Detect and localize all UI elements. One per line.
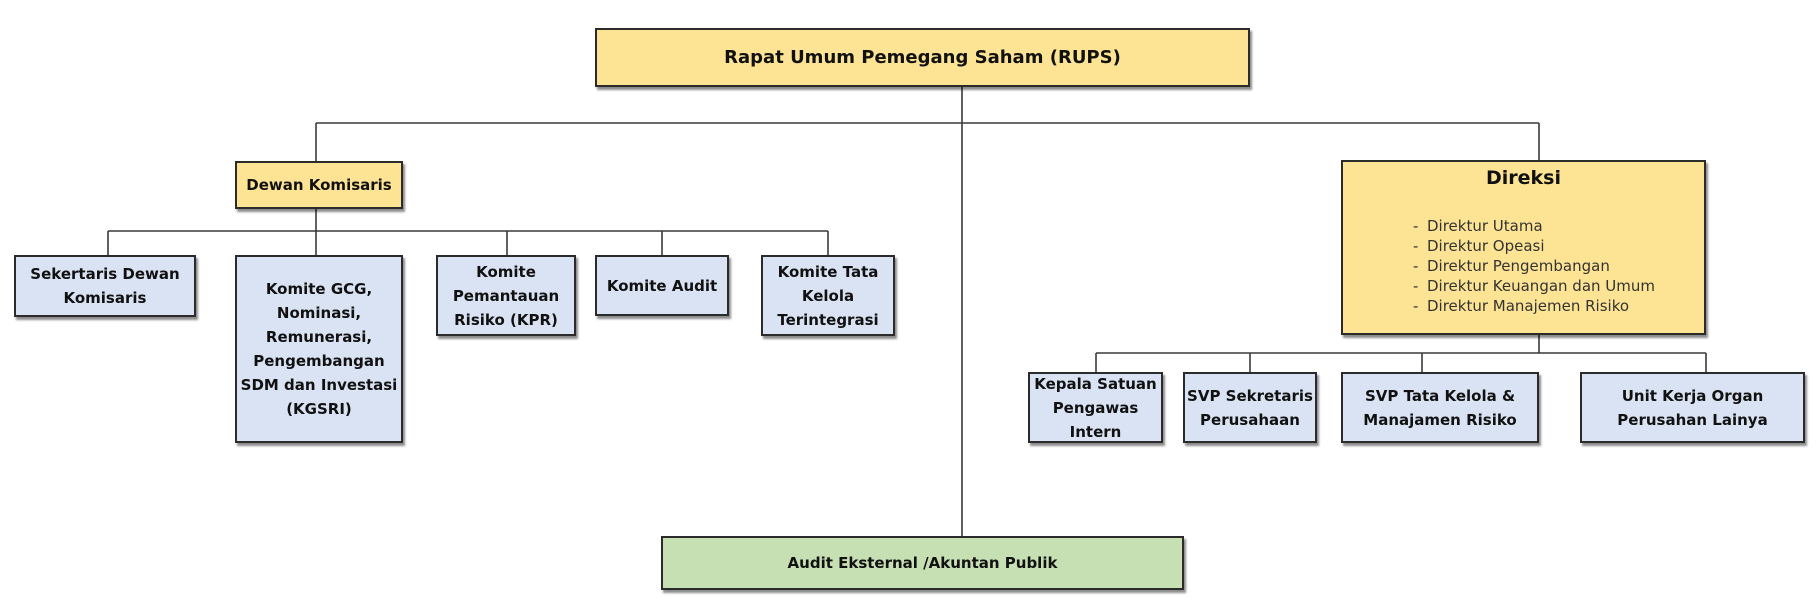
rups-label: Rapat Umum Pemegang Saham (RUPS) — [724, 46, 1121, 68]
box-line: Perusahaan — [1200, 410, 1300, 429]
svp-sekretaris-perusahaan-box: SVP Sekretaris Perusahaan — [1183, 372, 1317, 443]
box-line: Kelola — [801, 286, 855, 305]
svp-tata-kelola-manajamen-risiko-box: SVP Tata Kelola & Manajamen Risiko — [1341, 372, 1539, 443]
box-line: Terintegrasi — [777, 310, 879, 329]
direksi-member: -Direktur Manajemen Risiko — [1413, 297, 1630, 315]
kepala-satuan-pengawas-intern-box: Kepala Satuan Pengawas Intern — [1028, 372, 1163, 443]
box-line: Unit Kerja Organ — [1621, 386, 1764, 405]
direksi-member: -Direktur Utama — [1413, 217, 1543, 235]
box-line: Manajamen Risiko — [1363, 410, 1517, 429]
box-line: Perusahan Lainya — [1617, 410, 1768, 429]
box-line: Komite Audit — [606, 276, 718, 295]
unit-kerja-organ-box: Unit Kerja Organ Perusahan Lainya — [1580, 372, 1805, 443]
direksi-member-list: -Direktur Utama -Direktur Opeasi -Direkt… — [1413, 216, 1704, 316]
box-line: (KGSRI) — [286, 400, 352, 418]
box-line: Kepala Satuan — [1034, 374, 1157, 393]
audit-eksternal-box: Audit Eksternal /Akuntan Publik — [661, 536, 1184, 590]
dewan-komisaris-box: Dewan Komisaris — [235, 161, 403, 209]
box-line: Nominasi, — [276, 304, 362, 322]
box-line: Intern — [1069, 422, 1122, 441]
box-line: Komisaris — [63, 289, 147, 307]
direksi-member: -Direktur Opeasi — [1413, 237, 1545, 255]
audit-eksternal-label: Audit Eksternal /Akuntan Publik — [787, 554, 1058, 572]
dewan-komisaris-label: Dewan Komisaris — [246, 176, 392, 194]
komite-audit-box: Komite Audit — [595, 255, 729, 316]
direksi-member: -Direktur Keuangan dan Umum — [1413, 277, 1656, 295]
direksi-member: -Direktur Pengembangan — [1413, 257, 1610, 275]
box-line: Komite — [476, 262, 536, 281]
box-line: Remunerasi, — [265, 328, 373, 346]
box-line: Komite GCG, — [265, 280, 373, 298]
box-line: Pengawas — [1052, 398, 1139, 417]
box-line: Komite Tata — [777, 262, 879, 281]
box-line: SVP Sekretaris — [1187, 386, 1313, 405]
komite-kgsri-box: Komite GCG, Nominasi, Remunerasi, Pengem… — [235, 255, 403, 443]
direksi-box: Direksi -Direktur Utama -Direktur Opeasi… — [1341, 160, 1706, 335]
direksi-label: Direksi — [1486, 167, 1561, 189]
box-line: Pengembangan — [253, 352, 385, 370]
rups-box: Rapat Umum Pemegang Saham (RUPS) — [595, 28, 1250, 87]
box-line: SDM dan Investasi — [240, 376, 398, 394]
box-line: SVP Tata Kelola & — [1364, 386, 1516, 405]
box-line: Risiko (KPR) — [454, 310, 558, 329]
komite-pemantauan-risiko-box: Komite Pemantauan Risiko (KPR) — [436, 255, 576, 336]
komite-tata-kelola-box: Komite Tata Kelola Terintegrasi — [761, 255, 895, 336]
box-line: Sekertaris Dewan — [30, 265, 180, 283]
sekertaris-dewan-komisaris-box: Sekertaris Dewan Komisaris — [14, 255, 196, 317]
box-line: Pemantauan — [452, 286, 560, 305]
